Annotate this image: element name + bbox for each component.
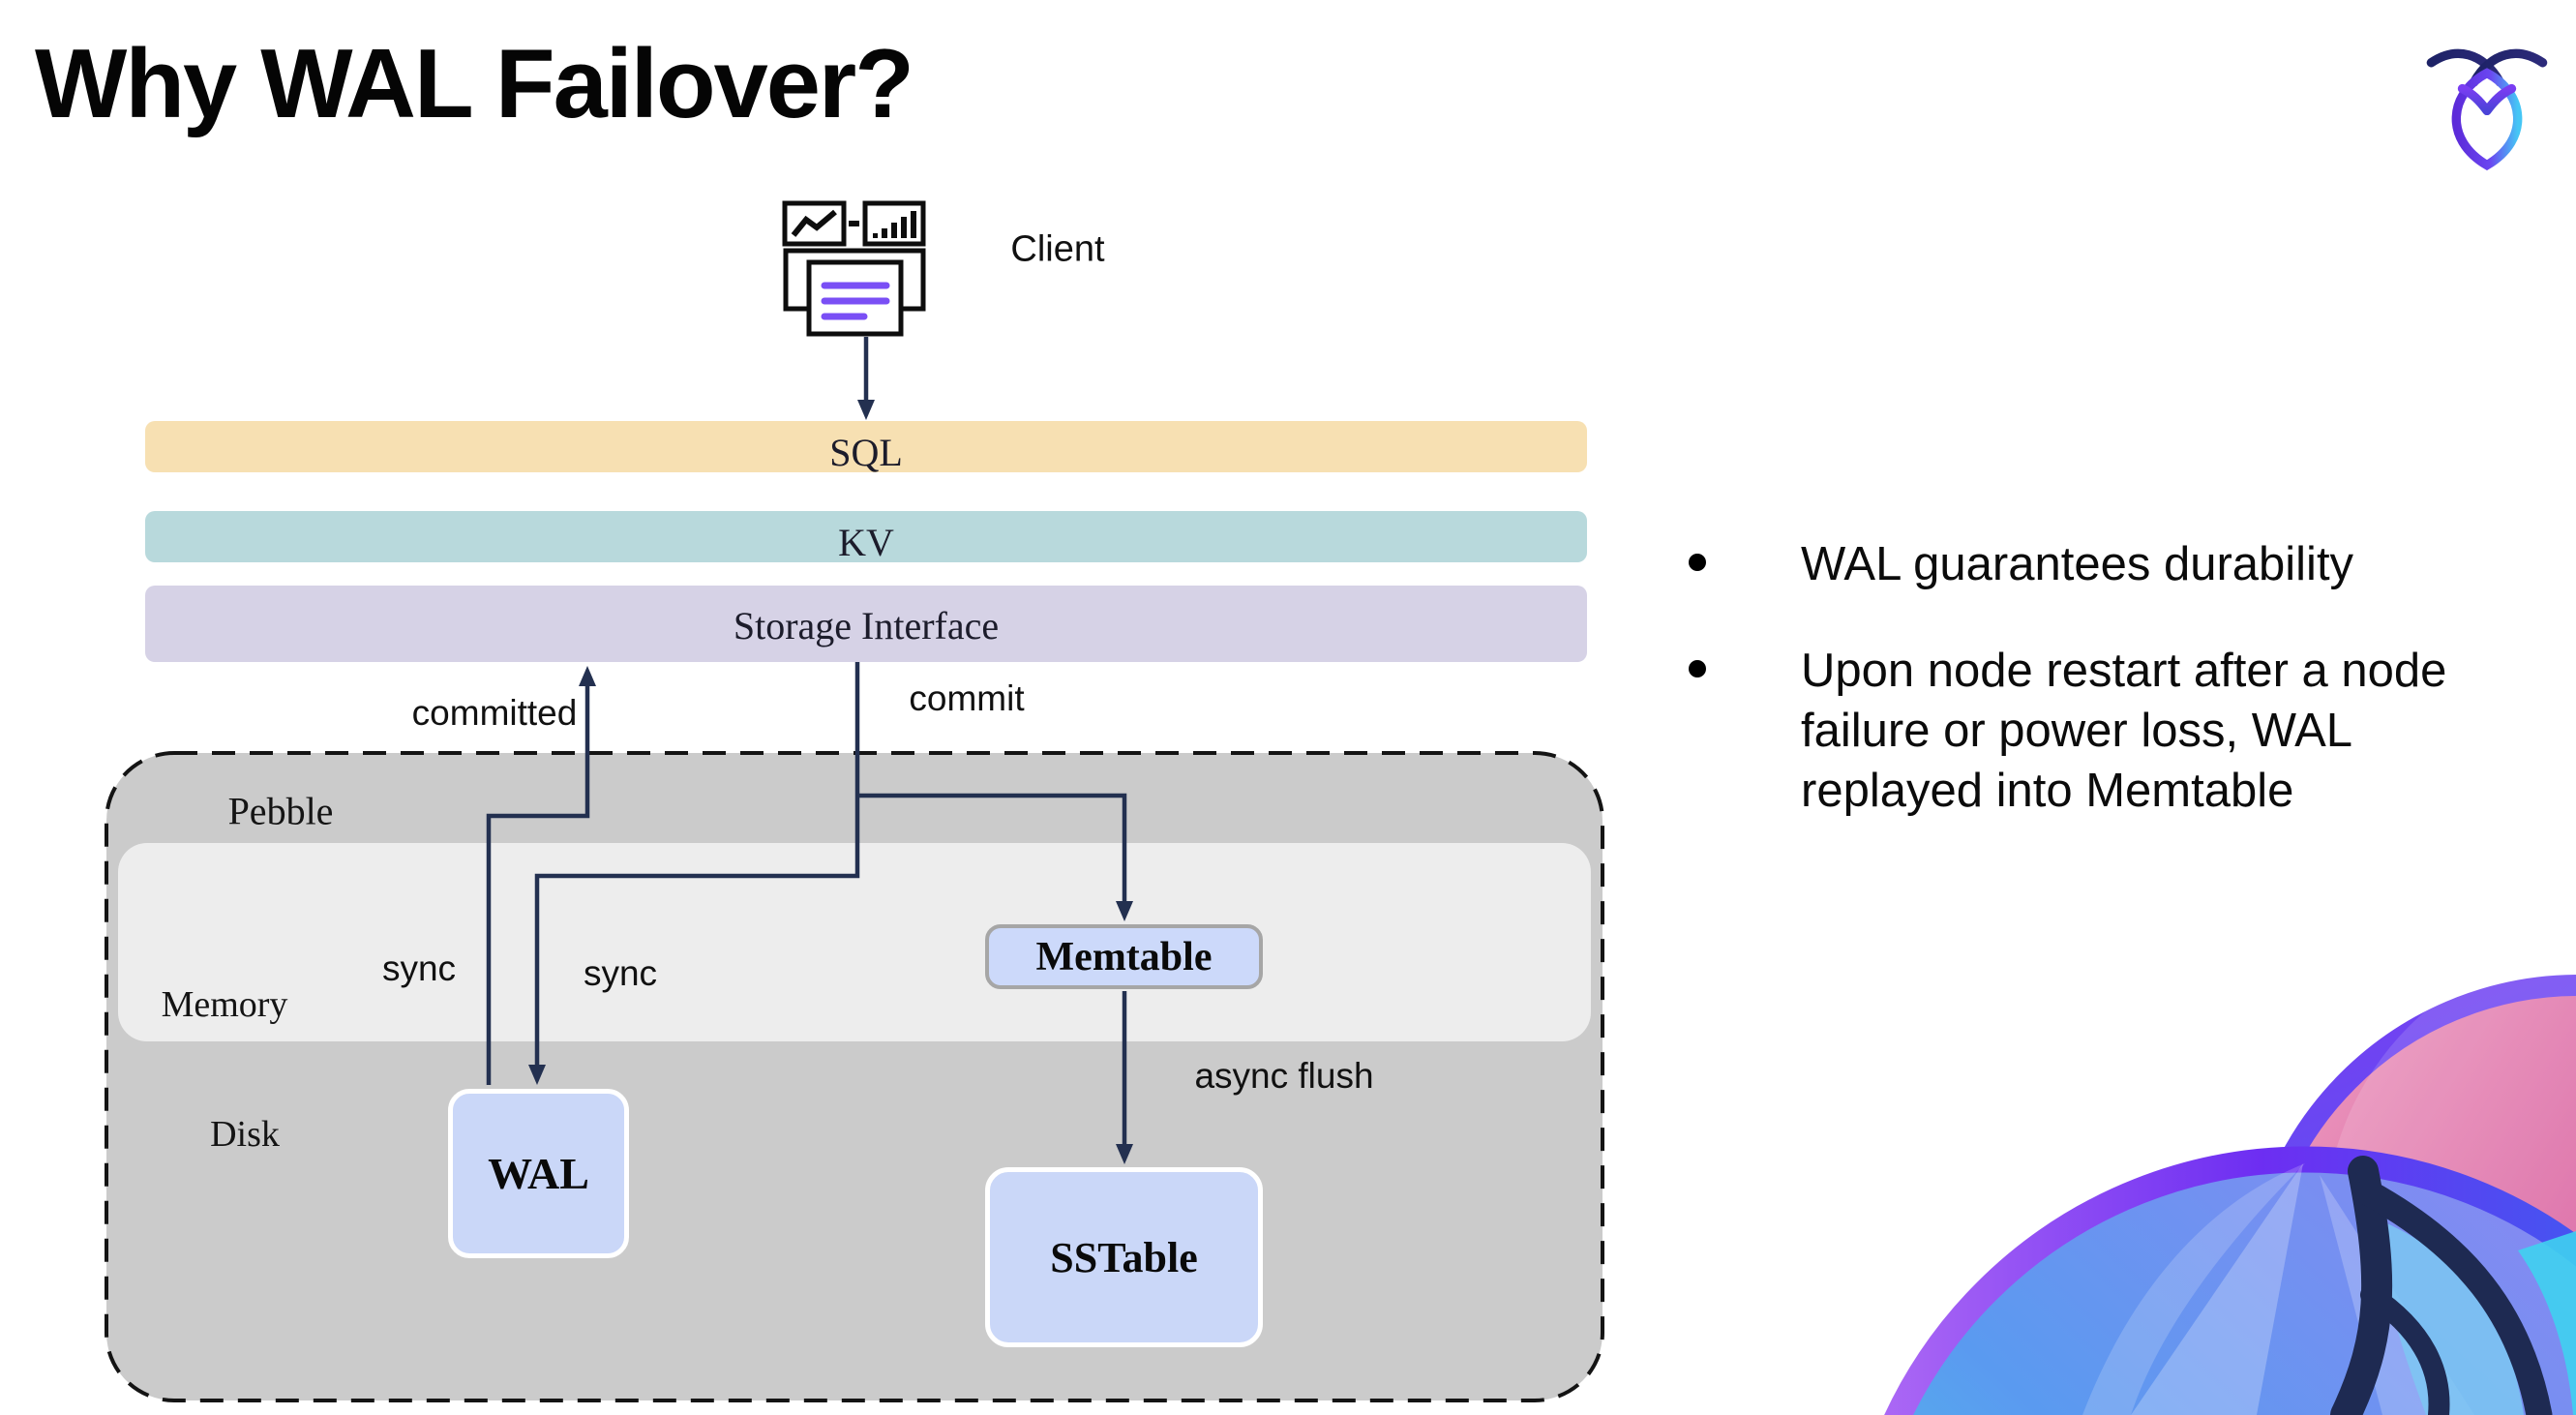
bullet-icon	[1689, 660, 1706, 677]
disk-label: Disk	[210, 1114, 280, 1155]
committed-arrow	[486, 684, 590, 1085]
bullet-text: WAL guarantees durability	[1801, 538, 2354, 590]
sstable-node: SSTable	[985, 1167, 1263, 1347]
sync-left-edge-label: sync	[381, 948, 457, 988]
commit-sync-arrow	[534, 662, 860, 1066]
bar-chart-icon	[862, 200, 926, 247]
kv-layer-label: KV	[838, 521, 894, 564]
brand-artwork	[1884, 943, 2576, 1415]
sync-right-edge-label: sync	[583, 953, 658, 993]
bullet-text: Upon node restart after a node failure o…	[1801, 645, 2447, 817]
diagram-arrows	[486, 337, 1133, 1164]
wal-node: WAL	[448, 1089, 629, 1258]
memtable-node: Memtable	[985, 924, 1263, 989]
sql-layer-label: SQL	[829, 431, 903, 474]
sstable-node-label: SSTable	[1050, 1233, 1198, 1281]
list-item: Upon node restart after a node failure o…	[1689, 641, 2540, 821]
notes-list: WAL guarantees durability Upon node rest…	[1689, 534, 2540, 867]
memory-label: Memory	[161, 984, 288, 1025]
storage-layer-label: Storage Interface	[733, 604, 1000, 647]
committed-edge-label: committed	[411, 693, 578, 733]
bullet-icon	[1689, 554, 1706, 571]
layer-bar-sql	[145, 421, 1587, 472]
list-item: WAL guarantees durability	[1689, 534, 2540, 594]
commit-memtable-arrow	[857, 793, 1127, 902]
line-chart-icon	[782, 200, 847, 247]
page-title: Why WAL Failover?	[35, 30, 914, 138]
memory-region	[118, 843, 1591, 1041]
async-flush-edge-label: async flush	[1194, 1056, 1374, 1096]
layer-bar-storage	[145, 586, 1587, 662]
cockroachdb-logo-icon	[2426, 48, 2548, 170]
commit-edge-label: commit	[909, 678, 1025, 718]
wal-node-label: WAL	[488, 1149, 589, 1198]
layer-bar-kv	[145, 511, 1587, 562]
client-icon	[782, 200, 926, 337]
pebble-label: Pebble	[227, 789, 334, 833]
memtable-node-label: Memtable	[1035, 934, 1213, 979]
client-label: Client	[1010, 228, 1105, 270]
